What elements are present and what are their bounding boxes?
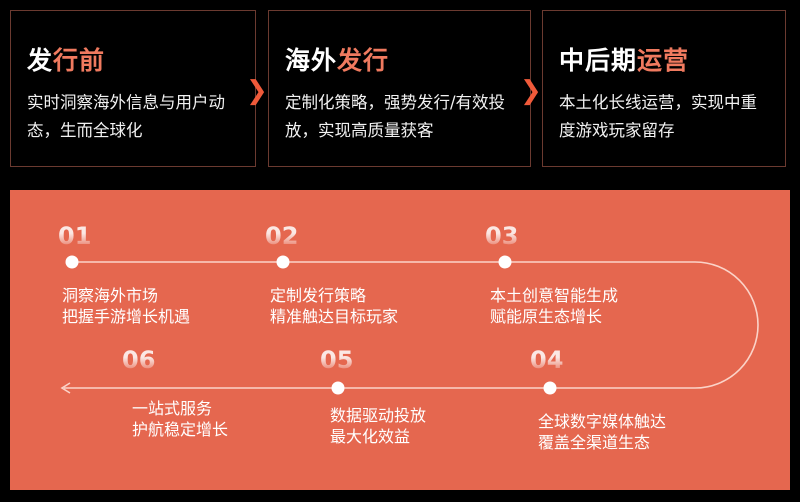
chevron-right-icon: ❯ [246, 76, 268, 106]
step-line: 一站式服务 [132, 399, 213, 418]
arrow-left-icon [60, 382, 71, 394]
stage-desc: 定制化策略，强势发行/有效投放，实现高质量获客 [285, 93, 506, 140]
title-accent: 发行 [337, 46, 390, 75]
step-line: 精准触达目标玩家 [270, 307, 399, 326]
stage-title: 发行前 [27, 41, 239, 77]
step-line: 最大化效益 [330, 427, 411, 446]
step-line: 数据驱动投放 [330, 406, 427, 425]
step-05: 数据驱动投放最大化效益 [330, 405, 426, 447]
title-part: 海外 [285, 46, 338, 75]
stage-card-operations: 中后期运营 本土化长线运营，实现中重度游戏玩家留存 [542, 10, 786, 167]
step-02: 定制发行策略精准触达目标玩家 [270, 285, 398, 327]
title-part: 中后期 [559, 46, 638, 75]
step-line: 全球数字媒体触达 [538, 412, 667, 431]
stage-desc: 实时洞察海外信息与用户动态，生而全球化 [27, 93, 225, 140]
step-line: 把握手游增长机遇 [62, 307, 191, 326]
step-dot [65, 255, 79, 269]
stage-desc: 本土化长线运营，实现中重度游戏玩家留存 [559, 93, 757, 140]
step-number: 02 [265, 222, 299, 250]
step-line: 覆盖全渠道生态 [538, 433, 651, 452]
step-number: 03 [485, 222, 519, 250]
step-line: 本土创意智能生成 [490, 286, 619, 305]
step-dot [498, 255, 512, 269]
step-dot [276, 255, 290, 269]
title-part: 发 [27, 46, 54, 75]
step-number: 01 [58, 222, 92, 250]
step-04: 全球数字媒体触达覆盖全渠道生态 [538, 411, 666, 453]
step-line: 赋能原生态增长 [490, 307, 603, 326]
step-number: 05 [320, 346, 354, 374]
step-06: 一站式服务护航稳定增长 [132, 398, 228, 440]
stage-title: 中后期运营 [559, 41, 769, 77]
stage-card-launch: 海外发行 定制化策略，强势发行/有效投放，实现高质量获客 [268, 10, 531, 167]
step-line: 护航稳定增长 [132, 420, 229, 439]
stage-card-pre-launch: 发行前 实时洞察海外信息与用户动态，生而全球化 [10, 10, 256, 167]
step-number: 06 [122, 346, 156, 374]
chevron-right-icon: ❯ [520, 76, 542, 106]
stage-title: 海外发行 [285, 41, 514, 77]
step-number: 04 [530, 346, 564, 374]
step-01: 洞察海外市场把握手游增长机遇 [62, 285, 190, 327]
step-03: 本土创意智能生成赋能原生态增长 [490, 285, 618, 327]
step-line: 定制发行策略 [270, 286, 367, 305]
process-panel [10, 190, 790, 490]
step-dot [543, 381, 557, 395]
title-accent: 运营 [637, 46, 690, 75]
step-line: 洞察海外市场 [62, 286, 159, 305]
title-accent: 行前 [53, 46, 106, 75]
step-dot [331, 381, 345, 395]
